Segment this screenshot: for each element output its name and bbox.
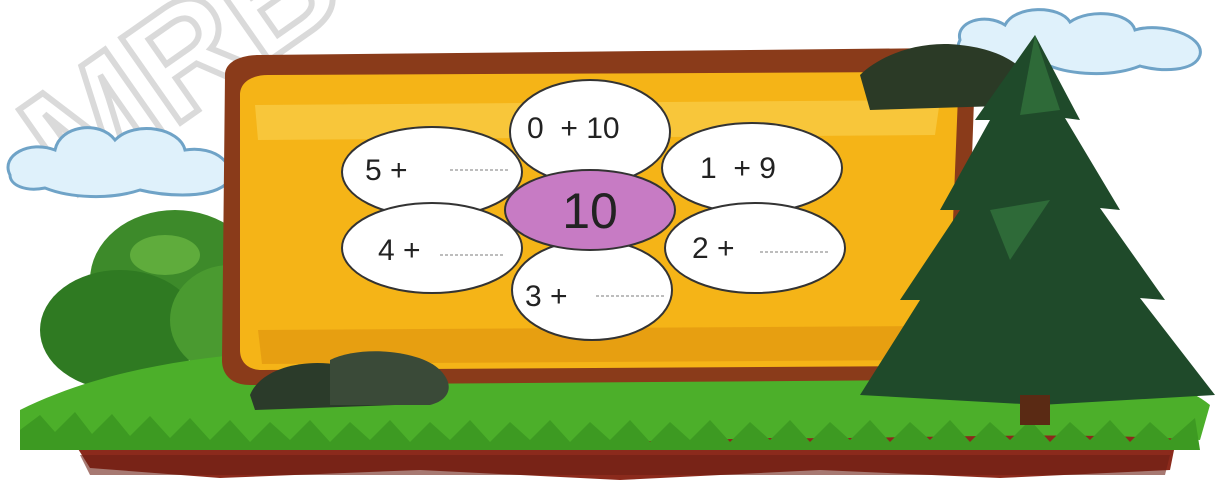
petal-top-text: 0 + 10 — [527, 112, 620, 145]
petal-upper-right-text: 1 + 9 — [700, 152, 776, 185]
flower-center-number: 10 — [562, 183, 618, 239]
petal-upper-left-text: 5 + — [365, 154, 408, 187]
petal-lower-left-text: 4 + — [378, 234, 421, 267]
petal-bottom-text: 3 + — [525, 280, 568, 313]
petal-lower-left — [342, 203, 522, 293]
petal-lower-right-text: 2 + — [692, 232, 735, 265]
